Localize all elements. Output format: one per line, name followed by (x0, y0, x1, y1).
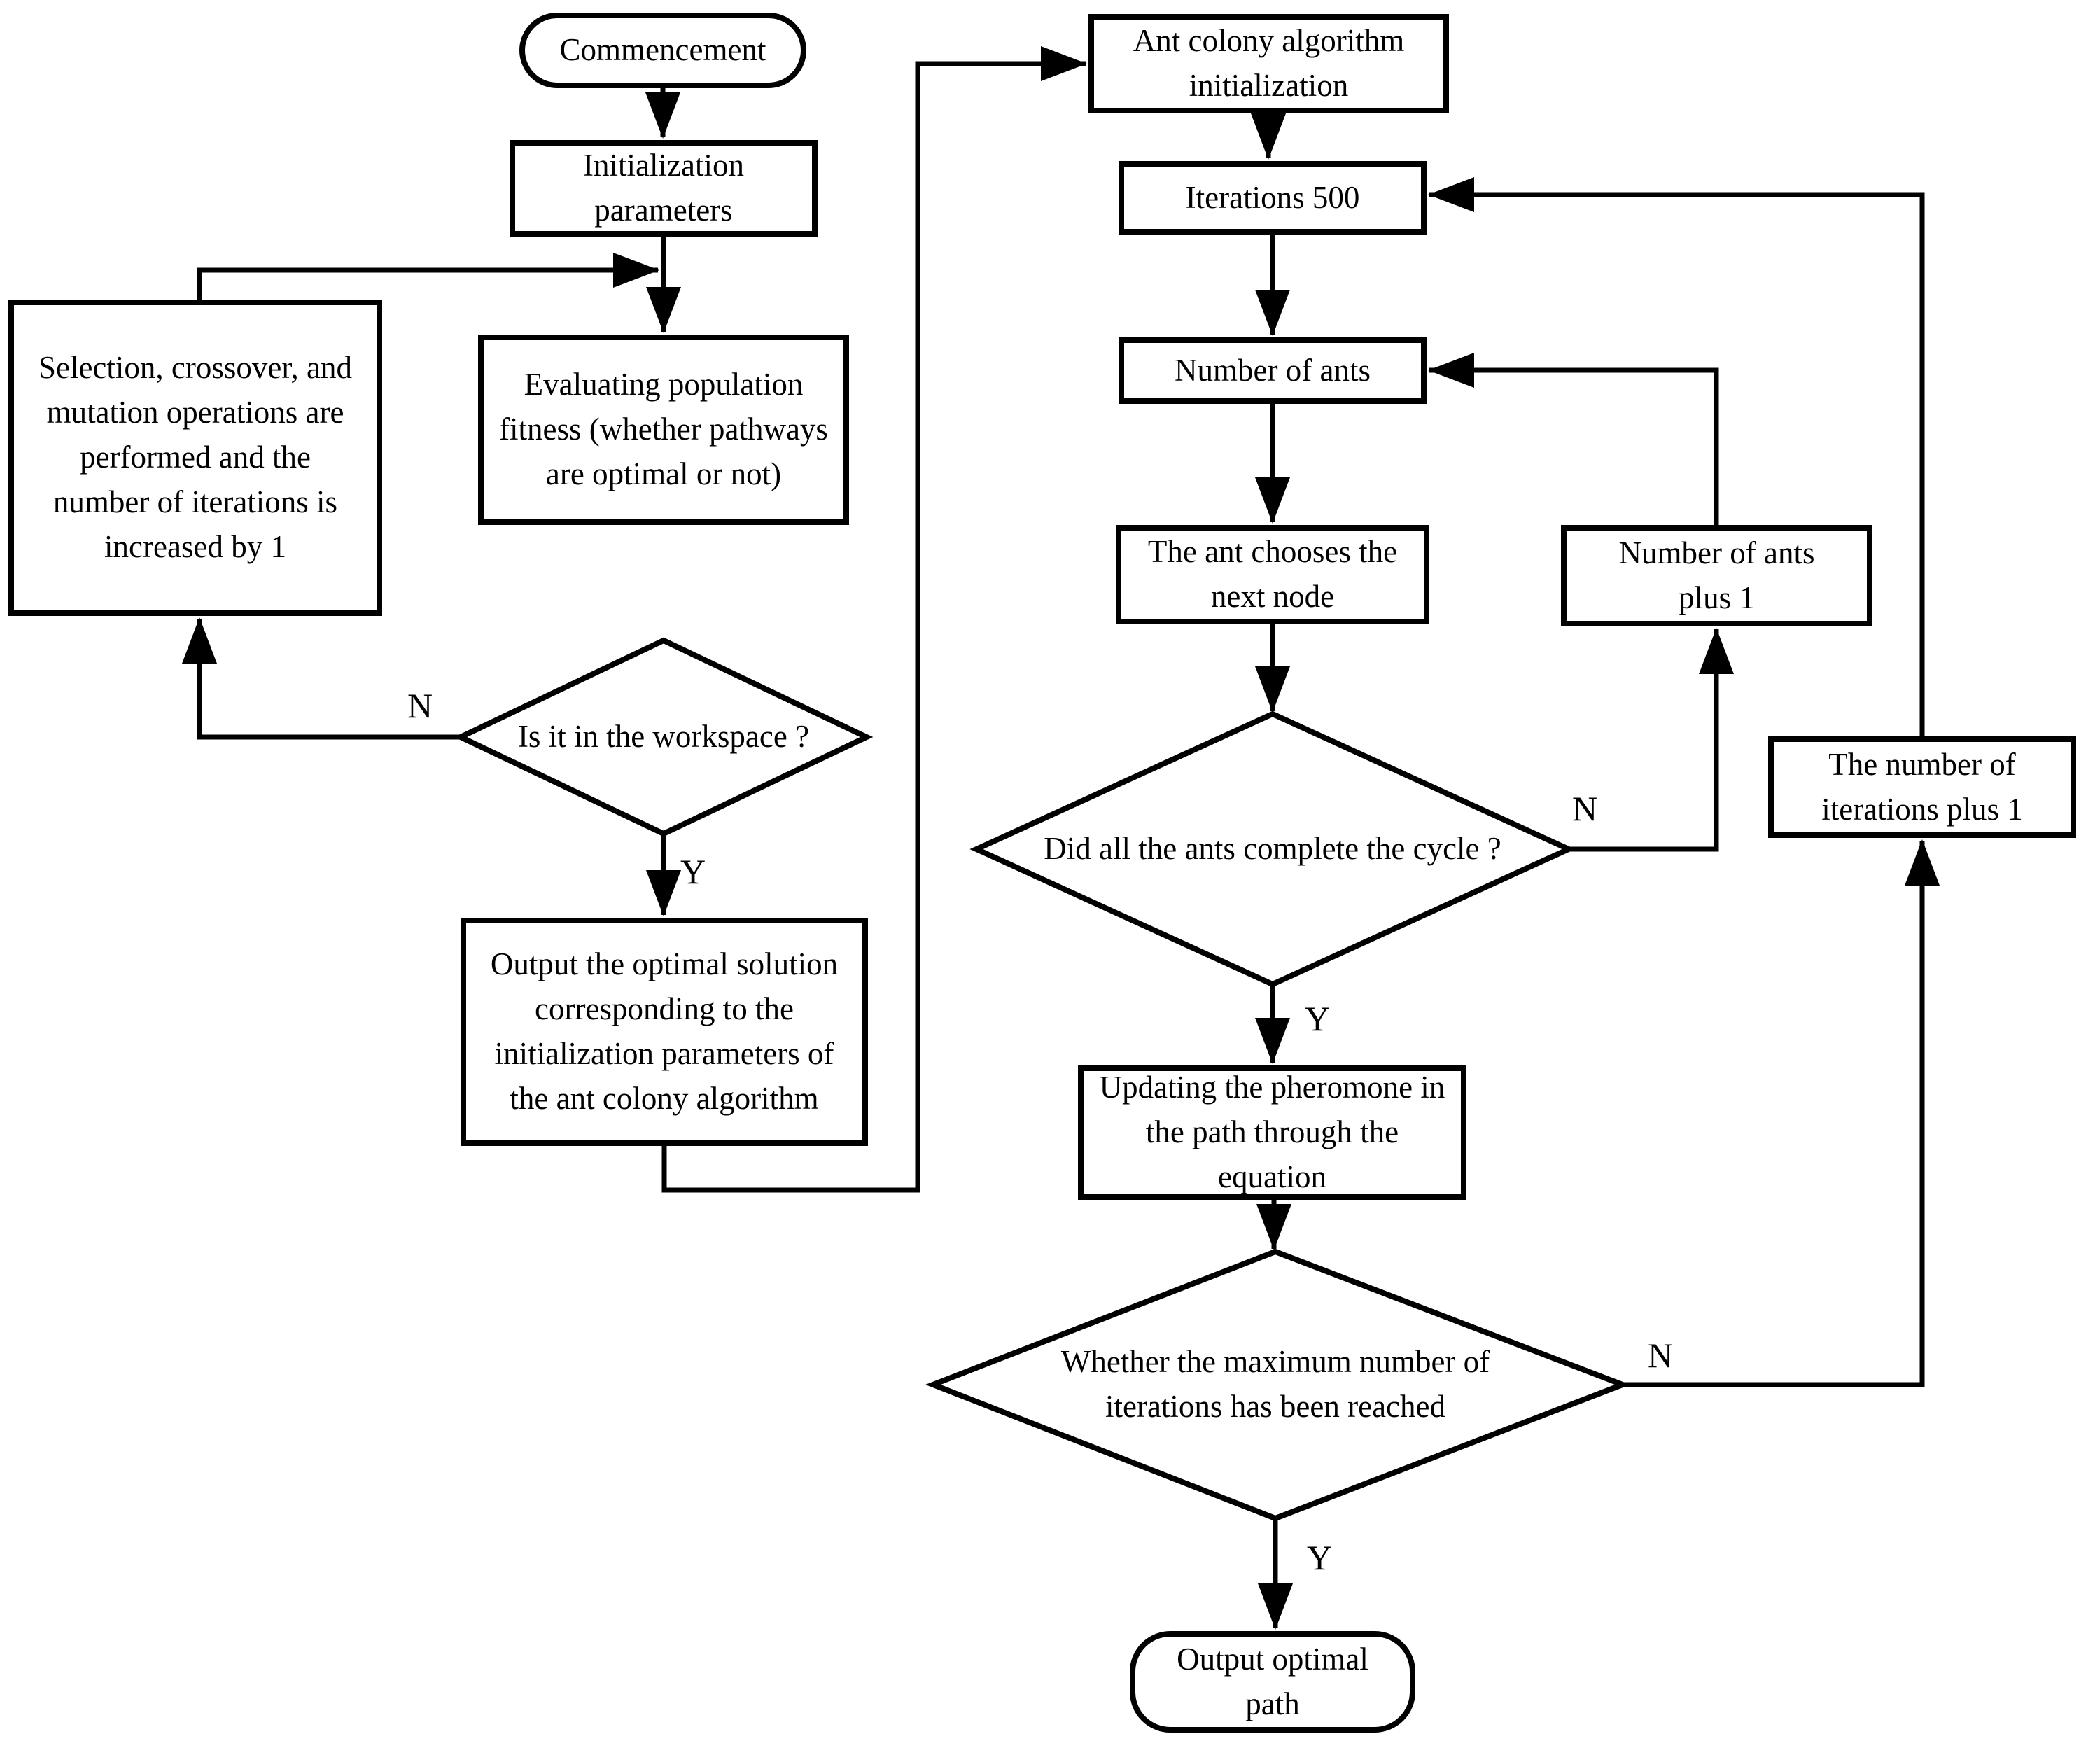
node-selection-crossover-mutation-label: Selection, crossover, and mutation opera… (38, 350, 353, 564)
node-commencement-label: Commencement (559, 32, 766, 68)
node-iterations-500-label: Iterations 500 (1185, 179, 1360, 215)
node-workspace-decision-label: Is it in the workspace ? (517, 719, 810, 755)
workspace-decision-shape (454, 637, 874, 837)
node-commencement: Commencement (519, 13, 806, 88)
node-number-of-ants-plus-1-label: Number of ants plus 1 (1618, 535, 1815, 615)
node-iterations-plus-1: The number of iterations plus 1 (1768, 736, 2076, 838)
node-max-iter-decision-label: Whether the maximum number of iterations… (1060, 1344, 1490, 1424)
edge-max-iter-no-to-iter-plus-one (1623, 839, 1940, 1387)
node-number-of-ants-plus-1: Number of ants plus 1 (1561, 525, 1872, 626)
edge-ants-plus-one-to-num-ants (1428, 353, 1719, 525)
node-initialization-parameters-label: Initialization parameters (583, 148, 744, 227)
node-updating-pheromone: Updating the pheromone in the path throu… (1078, 1065, 1466, 1200)
node-number-of-ants: Number of ants (1119, 337, 1427, 404)
node-ant-colony-initialization: Ant colony algorithm initialization (1088, 14, 1449, 113)
edge-label-cycle-yes: Y (1304, 999, 1331, 1038)
node-evaluating-fitness-label: Evaluating population fitness (whether p… (499, 367, 828, 491)
node-output-optimal-solution: Output the optimal solution correspondin… (461, 918, 868, 1146)
edge-label-workspace-yes: Y (680, 852, 706, 891)
node-iterations-500: Iterations 500 (1119, 161, 1427, 234)
node-cycle-decision-label: Did all the ants complete the cycle ? (1044, 831, 1502, 867)
node-updating-pheromone-label: Updating the pheromone in the path throu… (1099, 1070, 1446, 1194)
node-ant-chooses-next-node-label: The ant chooses the next node (1147, 534, 1398, 614)
edge-label-max-iter-yes: Y (1306, 1538, 1333, 1577)
edge-selection-to-evaluating-junction (197, 253, 659, 300)
edge-workspace-no-to-selection (182, 617, 461, 740)
node-evaluating-fitness: Evaluating population fitness (whether p… (478, 335, 849, 525)
edge-cycle-no-to-ants-plus-one (1569, 628, 1734, 852)
edge-label-cycle-no: N (1572, 789, 1598, 828)
node-selection-crossover-mutation: Selection, crossover, and mutation opera… (8, 300, 382, 616)
max-iter-decision-shape (925, 1248, 1631, 1522)
node-ant-colony-initialization-label: Ant colony algorithm initialization (1133, 23, 1405, 103)
node-output-optimal-path: Output optimal path (1130, 1631, 1415, 1732)
cycle-decision-shape (969, 710, 1576, 988)
node-initialization-parameters: Initialization parameters (510, 140, 818, 237)
node-output-optimal-path-label: Output optimal path (1177, 1641, 1368, 1721)
node-iterations-plus-1-label: The number of iterations plus 1 (1821, 746, 2023, 827)
node-ant-chooses-next-node: The ant chooses the next node (1116, 525, 1429, 624)
edge-label-max-iter-no: N (1647, 1336, 1674, 1375)
node-number-of-ants-label: Number of ants (1175, 352, 1371, 388)
node-output-optimal-solution-label: Output the optimal solution correspondin… (490, 946, 839, 1116)
edge-iter-plus-one-to-iterations (1428, 177, 1925, 736)
edge-output-solution-to-ant-colony (662, 46, 1087, 1193)
edge-label-workspace-no: N (407, 686, 433, 725)
